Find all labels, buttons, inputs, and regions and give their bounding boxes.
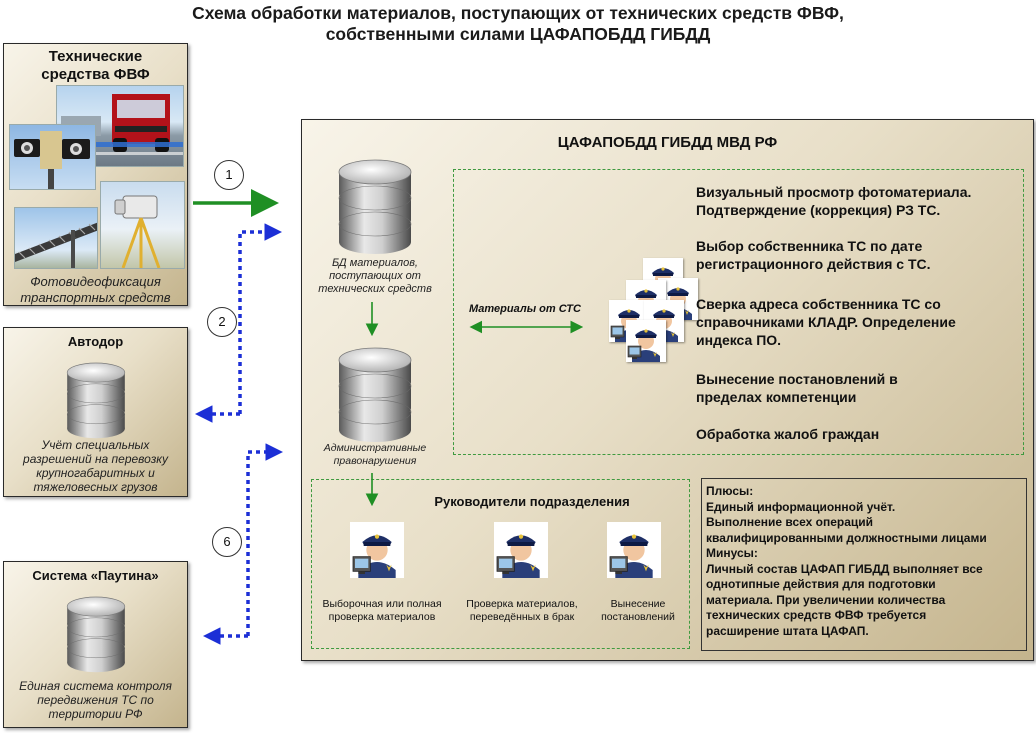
officer-icon [626,320,666,362]
connector-number-1: 1 [214,160,244,190]
officer-icon [350,522,404,578]
connector-number-2: 2 [207,307,237,337]
avtodor-caption: Учёт специальных разрешений на перевозку… [23,438,168,494]
db-violations-caption: Административные правонарушения [323,442,427,467]
task-complaints: Обработка жалоб граждан [696,426,880,442]
officer-icon [494,522,548,578]
task-owner-selection: Выбор собственника ТС по дате регистраци… [696,238,931,272]
tech-means-box: Технические средства ФВФ [3,43,188,306]
task-visual-review: Визуальный просмотр фотоматериала. Подтв… [696,184,972,218]
pros-cons-box [701,478,1027,651]
leader-task-3: Вынесение постановлений [601,598,675,623]
officer-icon [607,522,661,578]
tech-means-caption: Фотовидеофиксация транспортных средств [20,274,171,305]
leaders-area [311,479,690,649]
page-title: Схема обработки материалов, поступающих … [192,3,844,44]
leader-task-2: Проверка материалов, переведённых в брак [466,598,578,623]
cameras-photo [9,124,96,190]
avtodor-title: Автодор [67,334,124,349]
leader-task-1: Выборочная или полная проверка материало… [322,598,442,623]
materials-label: Материалы от СТС [469,303,581,315]
task-address-check: Сверка адреса собственника ТС со справоч… [696,296,956,348]
arrow-6 [246,443,283,636]
pautina-caption: Единая система контроля передвижения ТС … [19,679,172,721]
arrow-2 [238,223,282,414]
gantry-photo [14,207,98,269]
pautina-title: Система «Паутина» [32,568,159,583]
avtodor-box: Автодор Учёт специальных разрешений на п… [3,327,188,497]
camera-icon [14,131,90,189]
connector-number-6: 6 [212,527,242,557]
tripod-photo [100,181,185,269]
db-materials-caption: БД материалов, поступающих от технически… [318,257,432,295]
speed-camera-icon [114,195,161,268]
tech-means-title: Технические средства ФВФ [41,48,150,83]
leaders-title: Руководители подразделения [434,494,630,509]
task-resolutions: Вынесение постановлений в пределах компе… [696,371,898,405]
cafap-main-box: ЦАФАПОБДД ГИБДД МВД РФ БД материалов, по… [301,119,1034,661]
operators-area [453,169,1024,455]
gantry-icon [15,222,97,268]
pros-cons-text: Плюсы: Единый информационной учёт. Выпол… [706,484,987,638]
pautina-box: Система «Паутина» Единая система контрол… [3,561,188,728]
cafap-title: ЦАФАПОБДД ГИБДД МВД РФ [557,134,778,151]
